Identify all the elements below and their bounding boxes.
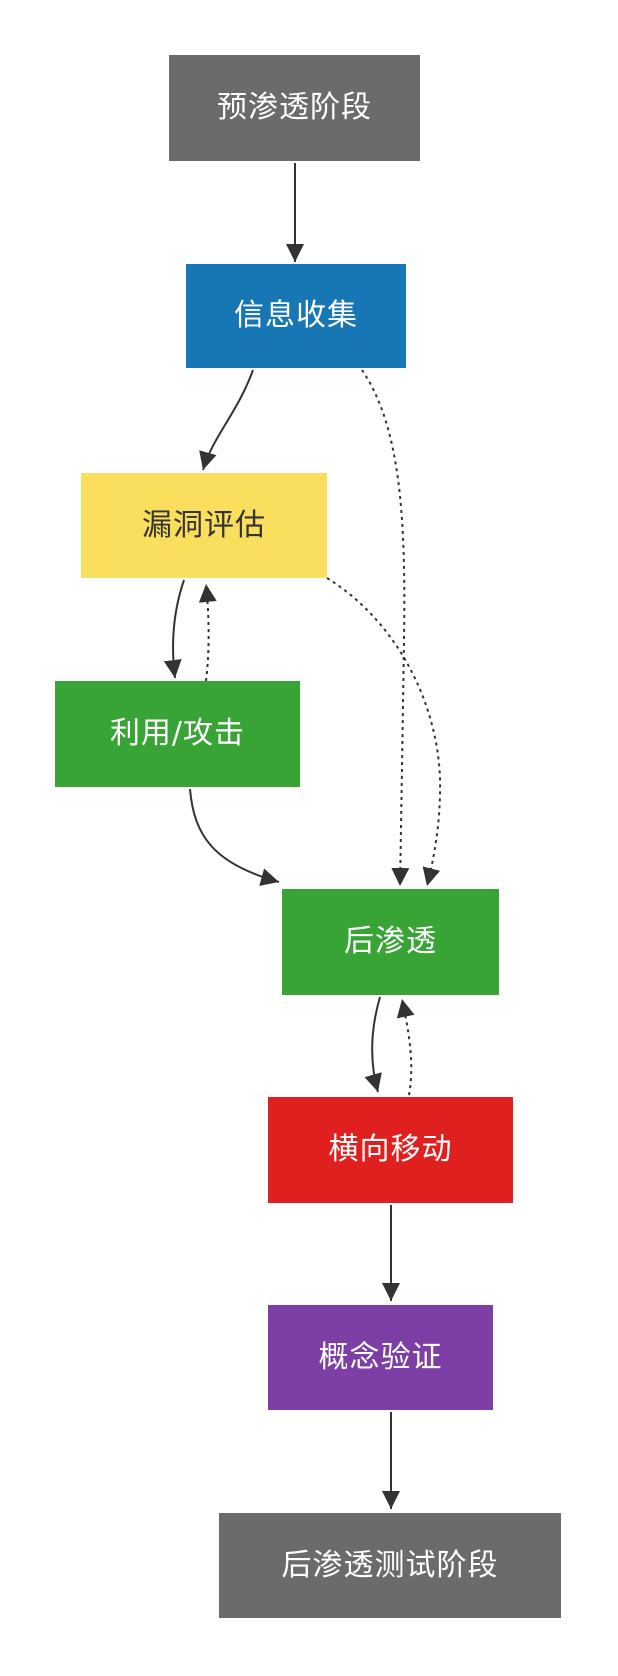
- node-label-vulnerability-assessment: 漏洞评估: [142, 507, 266, 543]
- edge-vuln-assessment-to-post-exploitation-dashed: [326, 577, 442, 887]
- node-exploitation-attack: 利用/攻击: [55, 681, 300, 787]
- edge-exploitation-to-post-exploitation: [189, 788, 280, 886]
- node-pre-penetration-phase: 预渗透阶段: [169, 55, 420, 161]
- node-label-pre-penetration-phase: 预渗透阶段: [217, 90, 372, 125]
- node-label-post-exploitation: 后渗透: [344, 924, 437, 959]
- edge-lateral-movement-to-post-exploitation-dashed: [396, 998, 415, 1096]
- node-information-gathering: 信息收集: [186, 264, 406, 368]
- node-lateral-movement: 横向移动: [268, 1097, 513, 1203]
- node-label-proof-of-concept: 概念验证: [318, 1339, 443, 1375]
- node-post-exploitation: 后渗透: [282, 889, 499, 995]
- node-post-penetration-testing-phase: 后渗透测试阶段: [219, 1513, 561, 1618]
- edge-info-gathering-to-post-exploitation-dashed: [361, 369, 410, 887]
- node-label-information-gathering: 信息收集: [234, 298, 358, 333]
- node-vulnerability-assessment: 漏洞评估: [81, 473, 327, 578]
- edge-vuln-assessment-to-exploitation: [163, 579, 185, 679]
- node-label-lateral-movement: 横向移动: [328, 1132, 453, 1167]
- node-label-exploitation-attack: 利用/攻击: [109, 716, 246, 751]
- edge-exploitation-to-vuln-assessment-dashed: [198, 583, 217, 682]
- edge-post-exploitation-to-lateral-movement: [364, 996, 382, 1093]
- edge-info-gathering-to-vuln-assessment: [199, 369, 254, 471]
- node-label-post-penetration-testing-phase: 后渗透测试阶段: [281, 1547, 499, 1583]
- node-proof-of-concept: 概念验证: [268, 1305, 493, 1410]
